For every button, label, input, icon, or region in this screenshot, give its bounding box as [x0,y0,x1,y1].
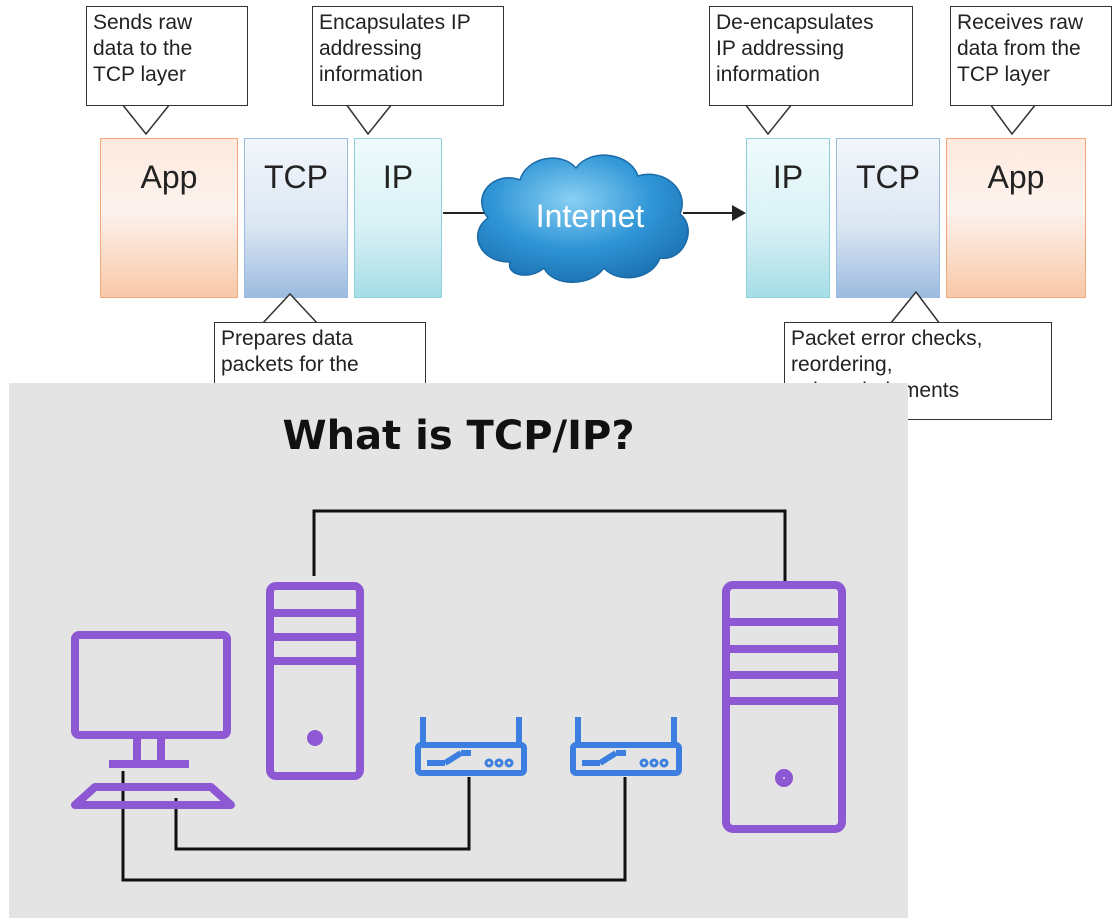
receiver-ip-block: IP [746,138,830,298]
sender-tcp-label: TCP [264,159,328,195]
receiver-app-callout: Receives raw data from the TCP layer [950,6,1112,106]
sender-app-block: App [100,138,238,298]
sender-ip-label: IP [382,159,414,195]
arrow-head-icon [732,205,746,221]
desktop-to-router2-wire [121,771,627,882]
receiver-tcp-block: TCP [836,138,940,298]
receiver-tcp-label: TCP [856,159,920,195]
sender-app-label: App [140,159,198,195]
network-illustration [71,509,846,882]
router-icon [570,717,682,776]
tcp-ip-illustration-panel: What is TCP/IP? [9,383,908,918]
desktop-computer-icon [71,631,235,809]
panel-title: What is TCP/IP? [282,413,635,459]
desktop-to-router1-wire [174,777,471,851]
sender-app-callout: Sends raw data to the TCP layer [86,6,248,106]
server-link-wire [312,509,787,581]
receiver-app-block: App [946,138,1086,298]
receiver-ip-label: IP [772,159,804,195]
cloud-label: Internet [535,198,645,234]
receiver-ip-callout: De-encapsulates IP addressing informatio… [709,6,913,106]
server-tower-icon [722,581,846,833]
sender-tcp-block: TCP [244,138,348,298]
receiver-app-label: App [987,159,1045,195]
sender-ip-callout: Encapsulates IP addressing information [312,6,504,106]
sender-ip-block: IP [354,138,442,298]
router-icon [415,717,527,776]
server-tower-icon [266,582,364,780]
